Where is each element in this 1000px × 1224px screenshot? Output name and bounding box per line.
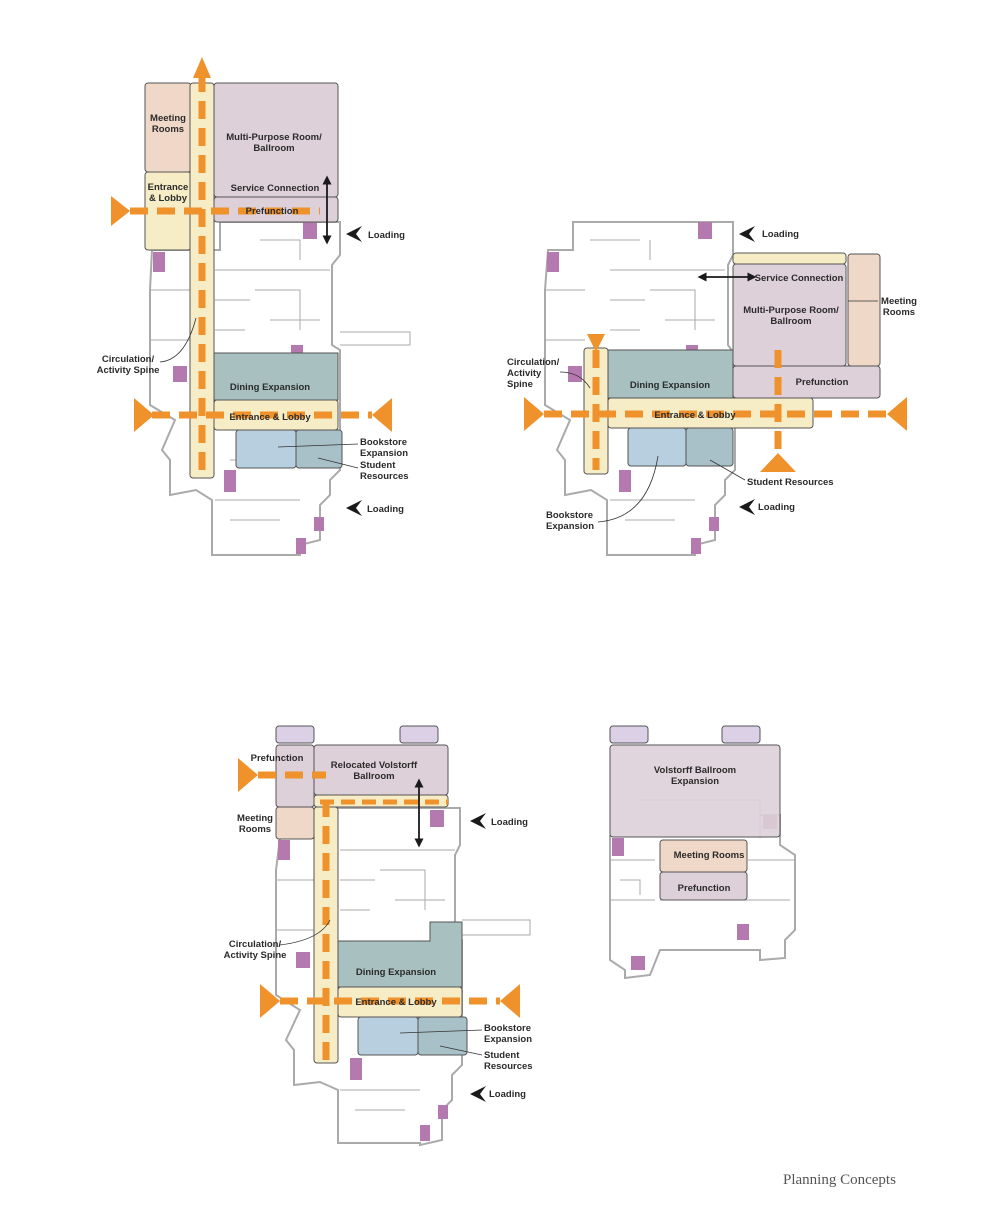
prefunction-zone — [659, 871, 748, 901]
service-connection-label: Service Connection — [755, 273, 844, 284]
stair-cap-right — [721, 725, 761, 744]
building-outline — [275, 807, 531, 1147]
student-resources-label: Student Resources — [747, 477, 834, 488]
student-resources-zone — [417, 1016, 468, 1056]
dining-expansion-zone — [337, 921, 463, 988]
bookstore-zone — [357, 1016, 419, 1056]
stair-cap-left — [275, 725, 315, 744]
program-zones — [609, 725, 781, 901]
circulation-arrows — [524, 334, 907, 472]
circulation-arrows — [238, 758, 520, 1060]
dining-expansion-label: Dining Expansion — [356, 967, 436, 978]
plan-option-2: Loading Service Connection Multi-Purpose… — [507, 221, 917, 556]
multi-purpose-label: Multi-Purpose Room/Ballroom — [226, 132, 322, 154]
loading-top-label: Loading — [491, 817, 528, 828]
dining-expansion-label: Dining Expansion — [230, 382, 310, 393]
meeting-rooms-zone — [847, 253, 881, 367]
dining-expansion-zone — [213, 352, 339, 401]
loading-chevron-bottom — [346, 500, 362, 516]
loading-chevron-top — [346, 226, 362, 242]
dining-expansion-label: Dining Expansion — [630, 380, 710, 391]
student-resources-zone — [295, 429, 343, 469]
student-resources-zone — [685, 427, 734, 467]
prefunction-label: Prefunction — [246, 206, 299, 217]
service-connection-label: Service Connection — [231, 183, 320, 194]
loading-chevron-top — [739, 226, 755, 242]
prefunction-label: Prefunction — [678, 883, 731, 894]
ballroom-expansion-zone — [609, 744, 781, 838]
entrance-lobby-label: Entrance & Lobby — [355, 997, 437, 1008]
loading-chevron-bottom — [470, 1086, 486, 1102]
stairs — [547, 222, 719, 554]
stair-cap-right — [399, 725, 439, 744]
stairs — [278, 810, 448, 1141]
entrance-lobby-label: Entrance & Lobby — [654, 410, 736, 421]
service-strip-zone — [732, 252, 847, 265]
entrance-lobby-top-label: Entrance& Lobby — [148, 182, 189, 204]
loading-top-label: Loading — [368, 230, 405, 241]
stairs — [153, 222, 324, 554]
prefunction-label: Prefunction — [251, 753, 304, 764]
page-footer: Planning Concepts — [783, 1172, 896, 1188]
meeting-rooms-label: Meeting Rooms — [674, 850, 745, 861]
loading-chevron-bottom — [739, 499, 755, 515]
loading-bottom-label: Loading — [758, 502, 795, 513]
circulation-arrows — [111, 57, 392, 470]
program-zones — [583, 252, 881, 475]
loading-bottom-label: Loading — [489, 1089, 526, 1100]
loading-chevron-top — [470, 813, 486, 829]
loading-bottom-label: Loading — [367, 504, 404, 515]
entrance-lobby-label: Entrance & Lobby — [229, 412, 311, 423]
circulation-spine-label: Circulation/Activity Spine — [224, 939, 287, 961]
multi-purpose-label: Multi-Purpose Room/Ballroom — [743, 305, 839, 327]
stair-cap-left — [609, 725, 649, 744]
prefunction-label: Prefunction — [796, 377, 849, 388]
meeting-rooms-zone — [275, 806, 315, 840]
circulation-spine-label: Circulation/Activity Spine — [97, 354, 160, 376]
bookstore-zone — [235, 429, 297, 469]
loading-top-label: Loading — [762, 229, 799, 240]
